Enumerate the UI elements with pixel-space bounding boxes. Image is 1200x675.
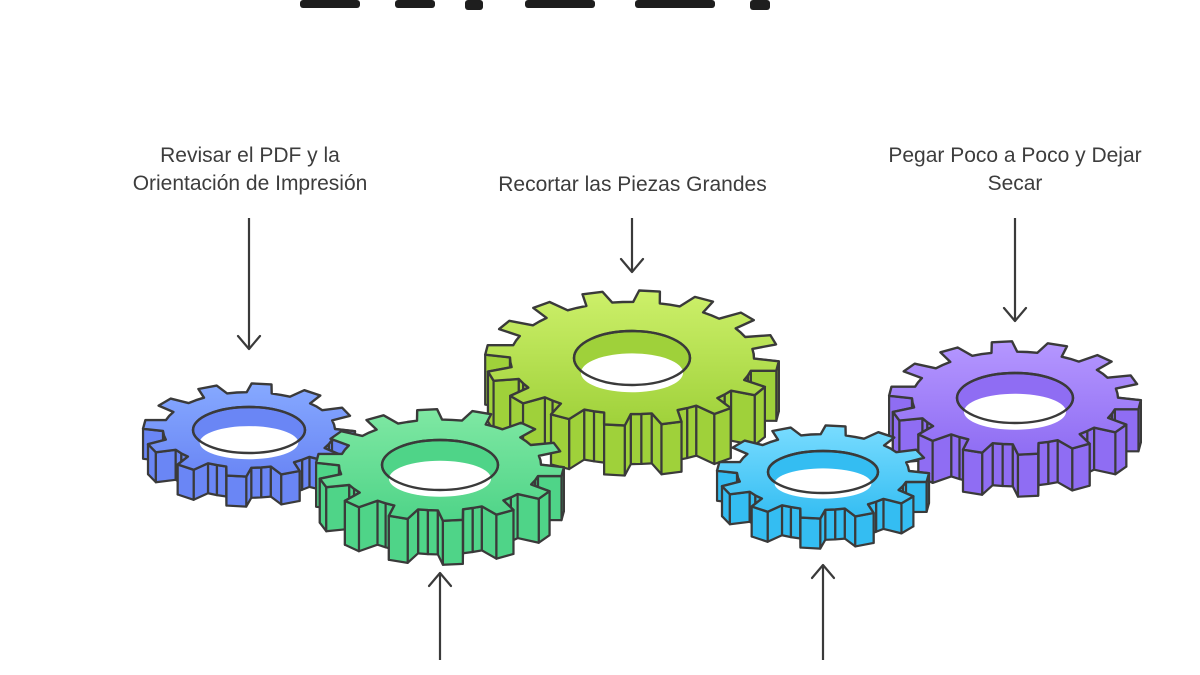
gear-icon-step4 <box>715 424 931 550</box>
gear-icon-step2 <box>314 408 566 566</box>
step-label-pegar-secar: Pegar Poco a Poco y Dejar Secar <box>888 144 1142 195</box>
title-cropped <box>300 0 900 10</box>
gear-icon-step3 <box>484 289 780 477</box>
arrow-up-icon <box>810 563 836 660</box>
gear-icon-step5 <box>887 340 1143 498</box>
arrow-down-icon <box>619 218 645 274</box>
step-label-revisar-pdf: Revisar el PDF y la Orientación de Impre… <box>132 144 368 195</box>
arrow-up-icon <box>427 571 453 660</box>
arrow-down-icon <box>1002 218 1028 323</box>
arrow-down-icon <box>236 218 262 351</box>
step-label-recortar-piezas: Recortar las Piezas Grandes <box>498 173 767 196</box>
